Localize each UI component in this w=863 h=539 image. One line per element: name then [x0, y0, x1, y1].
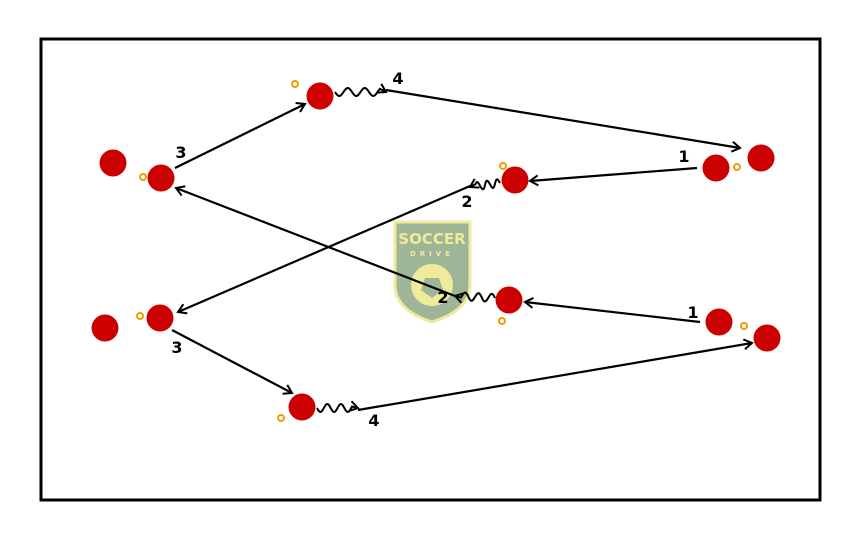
- pass-order-label: 4: [368, 411, 379, 430]
- player-marker: [753, 324, 781, 352]
- pass-arrow: [176, 184, 471, 315]
- logo: SOCCER DRIVE: [393, 220, 472, 324]
- logo-subtext: DRIVE: [410, 250, 454, 258]
- ball-icon: [498, 317, 506, 325]
- pass-order-label: 2: [461, 192, 472, 211]
- ball-icon: [499, 162, 507, 170]
- pass-arrow: [385, 88, 742, 153]
- pass-arrow: [357, 338, 754, 412]
- ball-icon: [277, 414, 285, 422]
- ball-icon: [740, 322, 748, 330]
- player-marker: [146, 304, 174, 332]
- player-marker: [702, 154, 730, 182]
- pass-order-label: 3: [175, 143, 186, 162]
- pass-order-label: 4: [392, 69, 403, 88]
- logo-text: SOCCER: [398, 230, 466, 248]
- pass-arrow: [174, 102, 307, 169]
- player-marker: [306, 82, 334, 110]
- dribble-arrow: [316, 400, 360, 414]
- pass-arrow: [523, 297, 701, 324]
- ball-icon: [291, 80, 299, 88]
- dribble-arrow: [334, 83, 388, 98]
- player-marker: [147, 164, 175, 192]
- player-marker: [501, 166, 529, 194]
- player-marker: [495, 286, 523, 314]
- player-marker: [747, 144, 775, 172]
- player-marker: [288, 393, 316, 421]
- ball-icon: [733, 163, 741, 171]
- player-marker: [99, 149, 127, 177]
- pass-arrow: [528, 166, 698, 187]
- pass-order-label: 2: [437, 288, 448, 307]
- player-marker: [91, 314, 119, 342]
- pass-order-label: 3: [171, 338, 182, 357]
- ball-icon: [136, 312, 144, 320]
- dribble-arrow: [468, 178, 501, 191]
- pass-order-label: 1: [687, 303, 698, 322]
- pass-arrow: [171, 329, 294, 395]
- pass-order-label: 1: [678, 147, 689, 166]
- dribble-arrow: [453, 291, 496, 304]
- pass-arrow: [174, 185, 456, 298]
- ball-icon: [139, 173, 147, 181]
- player-marker: [705, 308, 733, 336]
